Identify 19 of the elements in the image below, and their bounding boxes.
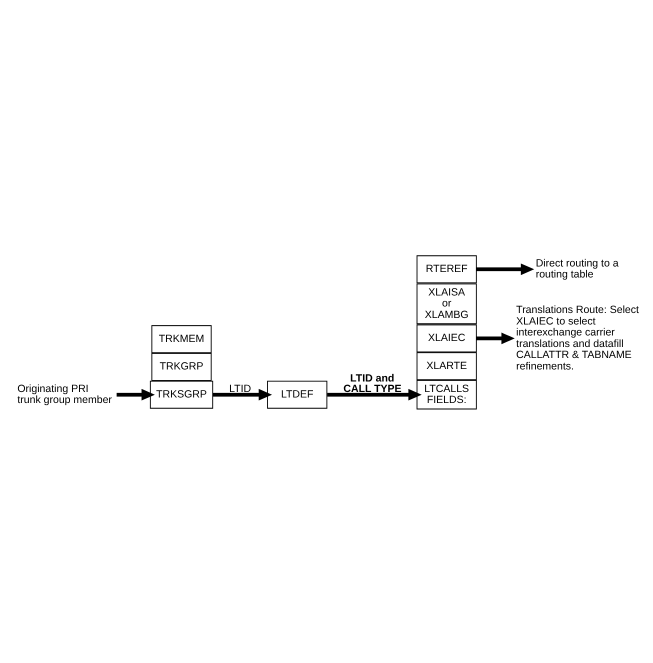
node-box: TRKGRP: [151, 352, 212, 380]
arrow: [327, 388, 422, 400]
arrow: [116, 388, 155, 400]
edge-label: LTID: [229, 382, 252, 394]
arrow: [212, 388, 272, 400]
node-box: TRKSGRP: [150, 380, 214, 408]
node-box: XLAISA or XLAMBG: [416, 282, 477, 324]
node-box: XLARTE: [416, 352, 477, 380]
node-text: Direct routing to a routing table: [536, 256, 619, 280]
node-box: LTCALLS FIELDS:: [416, 380, 477, 409]
node-box: XLAIEC: [416, 324, 477, 352]
node-text: Translations Route: Select XLAIEC to select interexchange carrier translations and datafill CALLATTR & TABNAME refinements.: [516, 303, 639, 372]
node-box: TRKMEM: [151, 324, 212, 353]
edge-label: LTID and CALL TYPE: [343, 372, 402, 394]
node-box: LTDEF: [267, 380, 328, 408]
arrow: [476, 262, 534, 275]
node-text: Originating PRI trunk group member: [17, 382, 112, 406]
node-box: RTEREF: [416, 254, 477, 283]
arrow: [476, 332, 515, 344]
